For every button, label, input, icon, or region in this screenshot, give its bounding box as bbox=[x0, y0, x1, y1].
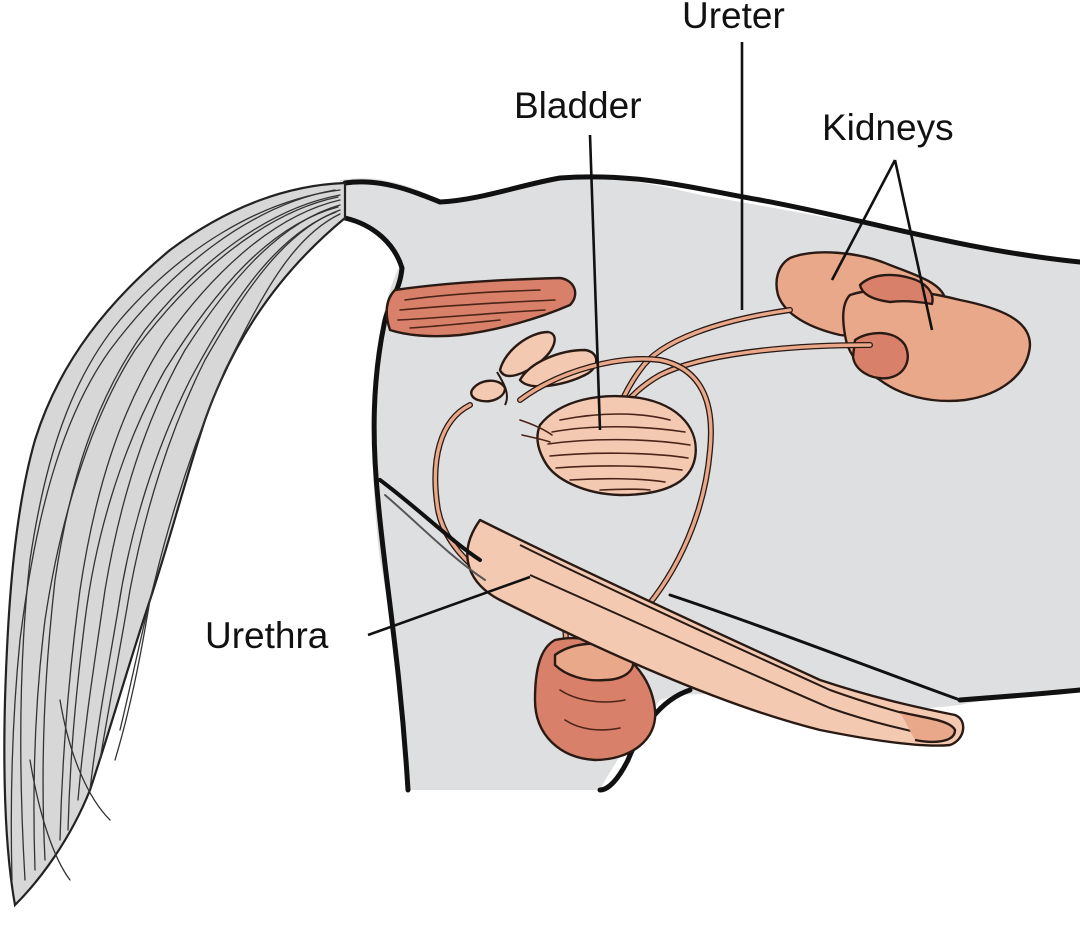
leg-outline bbox=[597, 687, 693, 793]
bladder-leader bbox=[588, 134, 602, 431]
tail bbox=[3, 181, 347, 908]
bladder-label: Bladder bbox=[514, 85, 642, 126]
bladder bbox=[519, 394, 697, 497]
urethra-leader bbox=[367, 575, 531, 637]
belly-outline bbox=[957, 687, 1080, 703]
rump-outline bbox=[342, 215, 411, 793]
urethra-label: Urethra bbox=[205, 615, 329, 656]
rectum bbox=[385, 276, 577, 338]
kidneys bbox=[775, 251, 1032, 403]
kidneys-leader-right bbox=[893, 159, 934, 331]
accessory-glands bbox=[470, 330, 598, 406]
ureter-label: Ureter bbox=[682, 0, 785, 36]
penis bbox=[378, 478, 965, 747]
kidneys-leader-left bbox=[830, 159, 897, 281]
kidneys-label: Kidneys bbox=[822, 107, 954, 148]
